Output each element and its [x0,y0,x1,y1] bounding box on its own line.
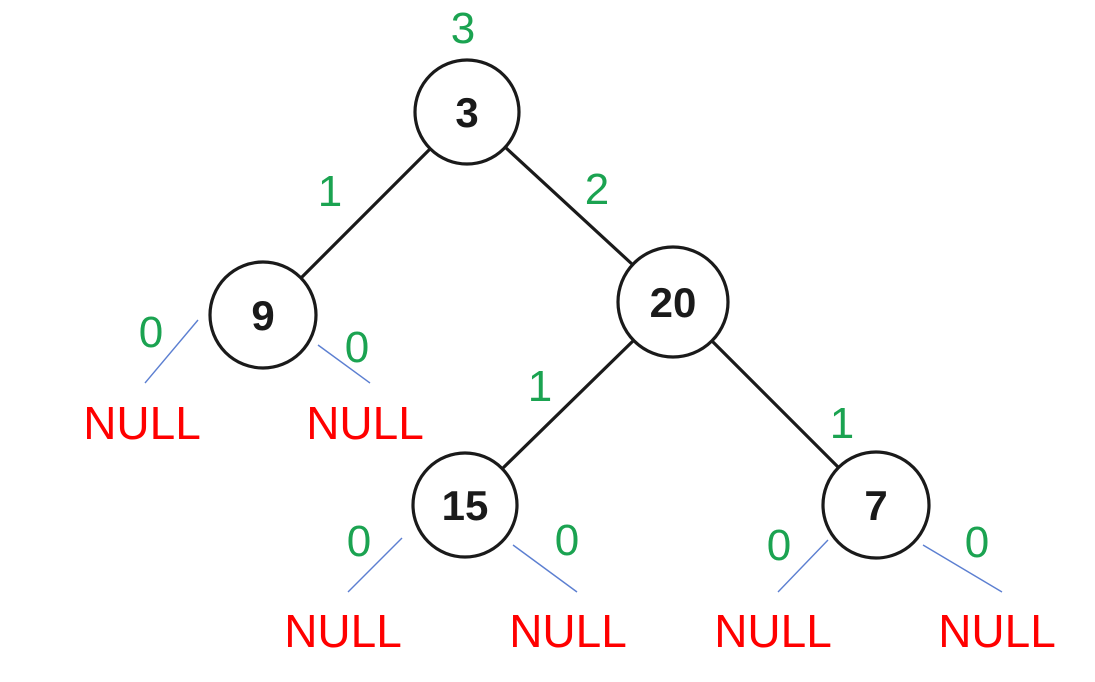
edge-3-20 [503,145,635,267]
node-9-value: 9 [251,292,274,339]
node-20-circle [616,245,730,359]
null-label-7-right: NULL [938,605,1056,657]
null-label-7-left: NULL [714,605,832,657]
null-height-9-right: 0 [345,323,369,372]
node-7-value: 7 [864,482,887,529]
root-height-label: 3 [451,4,475,53]
node-9-circle [208,260,318,370]
height-annotations: 3 1 2 1 1 0 0 0 0 0 0 [139,4,989,570]
null-link-9-left [144,319,199,384]
null-height-7-left: 0 [767,521,791,570]
node-15-value: 15 [442,482,489,529]
null-links [144,319,1003,593]
node-7-circle [821,450,931,560]
node-20-value: 20 [650,279,697,326]
node-3-circle [413,58,521,166]
node-20: 20 [616,245,730,359]
null-height-15-right: 0 [555,516,579,565]
null-link-7-right [922,544,1003,593]
null-link-15-right [512,544,578,593]
null-label-15-right: NULL [509,605,627,657]
edge-label-20-7: 1 [830,399,854,448]
null-link-7-left [777,539,829,593]
edge-3-9 [299,147,432,280]
null-height-15-left: 0 [347,517,371,566]
null-label-9-right: NULL [306,397,424,449]
edge-label-3-20: 2 [585,165,609,214]
edge-20-7 [710,339,840,469]
node-9: 9 [208,260,318,370]
null-link-9-right [317,344,371,384]
null-link-15-left [347,537,403,593]
edge-20-15 [500,338,636,471]
node-3: 3 [413,58,521,166]
null-height-7-right: 0 [965,518,989,567]
null-labels: NULL NULL NULL NULL NULL NULL [83,397,1056,657]
tree-edges [299,145,840,471]
null-label-15-left: NULL [284,605,402,657]
edge-label-20-15: 1 [528,362,552,411]
node-3-value: 3 [455,89,478,136]
tree-nodes: 3 9 20 15 7 [208,58,931,560]
node-15: 15 [411,451,519,559]
node-7: 7 [821,450,931,560]
null-height-9-left: 0 [139,308,163,357]
null-label-9-left: NULL [83,397,201,449]
edge-label-3-9: 1 [318,167,342,216]
node-15-circle [411,451,519,559]
